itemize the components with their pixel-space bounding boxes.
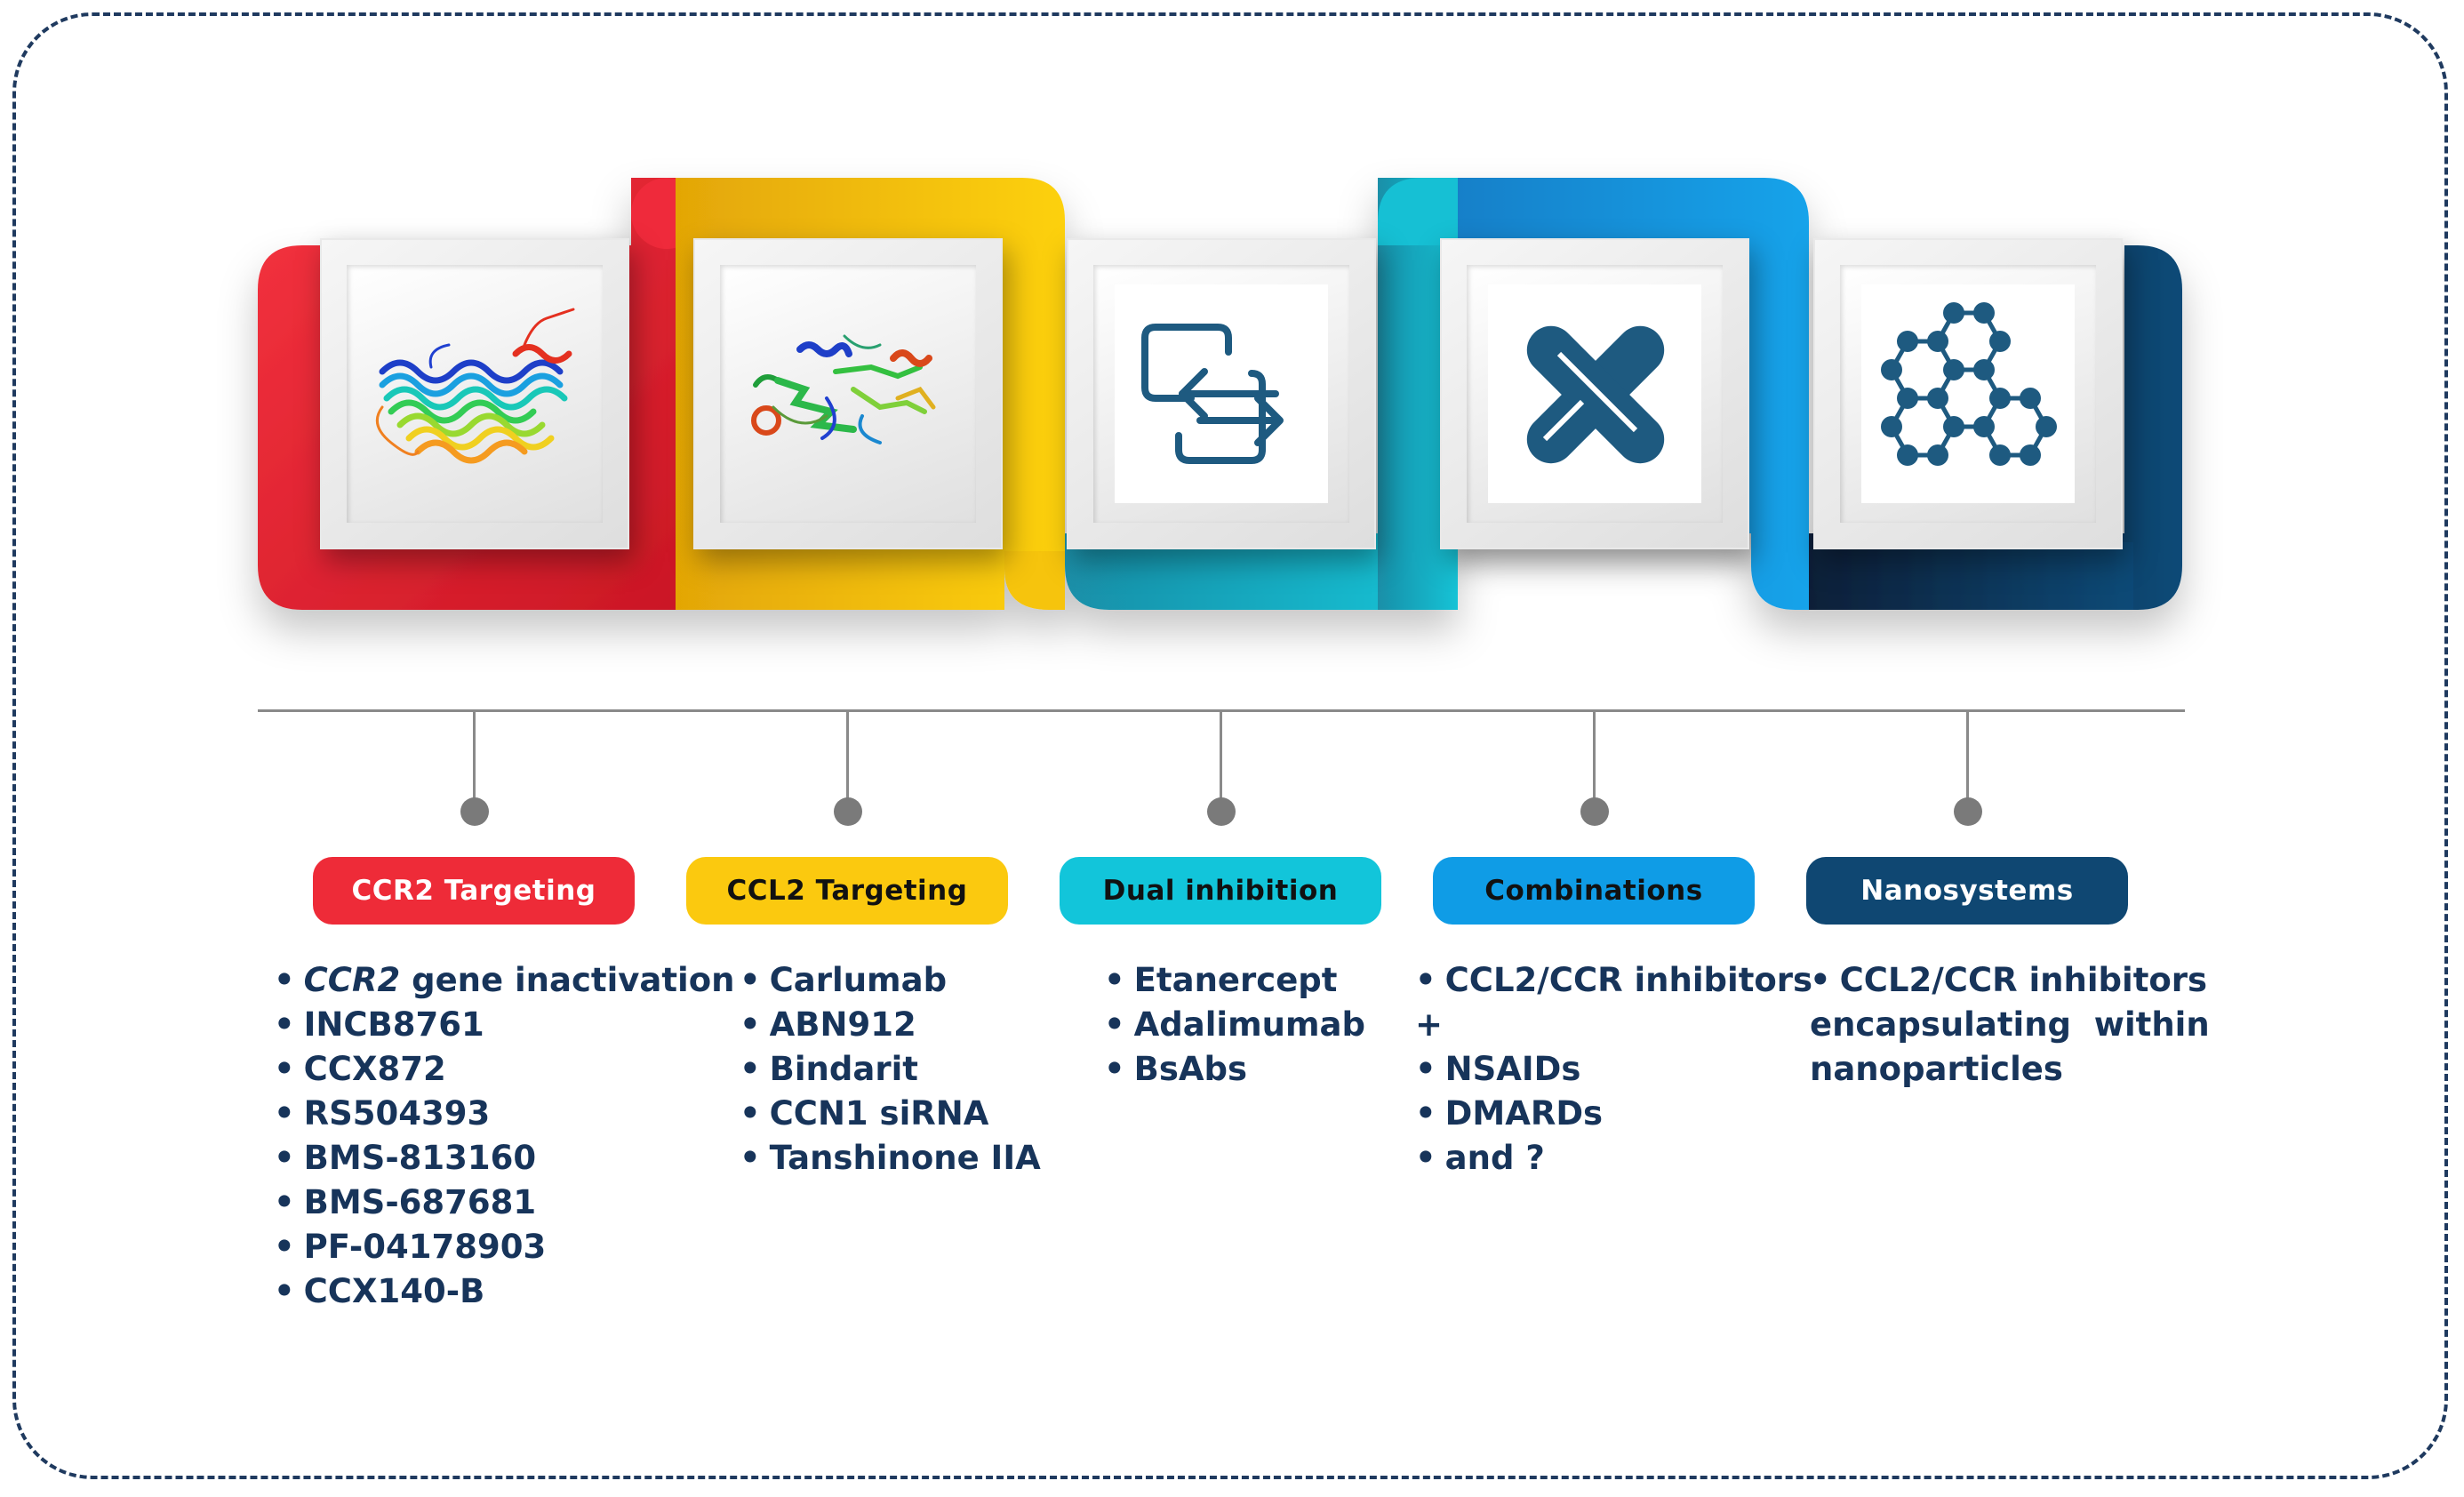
list-item: •CCN1 siRNA xyxy=(740,1094,989,1133)
list-item: •DMARDs xyxy=(1415,1094,1604,1133)
list-combinations: •CCL2/CCR inhibitors + •NSAIDs •DMARDs •… xyxy=(1415,958,1812,1181)
list-dual: •Etanercept •Adalimumab •BsAbs xyxy=(1104,958,1365,1092)
list-item: encapsulating within xyxy=(1810,1005,2210,1044)
tile-ccl2 xyxy=(693,238,1003,549)
pill-ccr2-targeting: CCR2 Targeting xyxy=(313,857,635,925)
list-item: •CCX872 xyxy=(274,1050,446,1088)
list-item: •CCL2/CCR inhibitors xyxy=(1415,961,1813,999)
list-item: •Carlumab xyxy=(740,961,948,999)
list-item: •CCX140-B xyxy=(274,1272,485,1310)
timeline-dot xyxy=(460,797,489,826)
list-item: •Etanercept xyxy=(1104,961,1338,999)
list-item: •RS504393 xyxy=(274,1094,491,1133)
list-item: •Tanshinone IIA xyxy=(740,1139,1041,1177)
cross-bandage-icon xyxy=(1526,325,1665,464)
list-item: •ABN912 xyxy=(740,1005,916,1044)
list-item: •Bindarit xyxy=(740,1050,918,1088)
timeline-dot xyxy=(1207,797,1236,826)
tile-inner xyxy=(720,265,976,523)
dashed-frame xyxy=(12,12,2448,1479)
list-item: •CCR2 gene inactivation xyxy=(274,961,735,999)
list-item: •Adalimumab xyxy=(1104,1005,1366,1044)
timeline-dot xyxy=(1954,797,1982,826)
ccr2-protein-structure-icon xyxy=(375,308,575,464)
list-item: •INCB8761 xyxy=(274,1005,484,1044)
tile-inner xyxy=(1840,265,2096,523)
list-item: •and ? xyxy=(1415,1139,1545,1177)
timeline-line xyxy=(258,709,2185,712)
list-item: •NSAIDs xyxy=(1415,1050,1581,1088)
pill-combinations: Combinations xyxy=(1433,857,1755,925)
tile-dual xyxy=(1067,238,1376,549)
pill-nanosystems: Nanosystems xyxy=(1806,857,2128,925)
list-item: •CCL2/CCR inhibitors xyxy=(1810,961,2208,999)
timeline-dot xyxy=(834,797,862,826)
tile-combinations xyxy=(1440,238,1749,549)
list-item: •BsAbs xyxy=(1104,1050,1248,1088)
timeline-stem xyxy=(846,711,849,805)
list-item: •BMS-687681 xyxy=(274,1183,537,1221)
list-ccl2: •Carlumab •ABN912 •Bindarit •CCN1 siRNA … xyxy=(740,958,1041,1181)
pill-ccl2-targeting: CCL2 Targeting xyxy=(686,857,1008,925)
list-item: nanoparticles xyxy=(1810,1050,2063,1088)
list-item: •BMS-813160 xyxy=(274,1139,537,1177)
timeline-dot xyxy=(1580,797,1609,826)
ribbon-teal xyxy=(1065,533,1440,610)
tile-nanosystems xyxy=(1813,238,2123,549)
timeline-stem xyxy=(1593,711,1596,805)
timeline-stem xyxy=(1220,711,1222,805)
list-nanosystems: •CCL2/CCR inhibitors encapsulating withi… xyxy=(1810,958,2210,1092)
ccl2-protein-structure-icon xyxy=(751,334,936,444)
timeline-stem xyxy=(1966,711,1969,805)
hexagon-nanostructure-icon xyxy=(1881,302,2057,466)
list-item: + xyxy=(1415,1005,1444,1044)
tile-inner xyxy=(1093,265,1349,523)
tile-ccr2 xyxy=(320,238,629,549)
tile-inner xyxy=(1467,265,1723,523)
timeline-stem xyxy=(473,711,476,805)
tile-inner xyxy=(347,265,603,523)
pill-dual-inhibition: Dual inhibition xyxy=(1060,857,1381,925)
swap-arrows-icon xyxy=(1141,324,1284,464)
list-ccr2: •CCR2 gene inactivation •INCB8761 •CCX87… xyxy=(274,958,735,1314)
list-item: •PF-04178903 xyxy=(274,1228,547,1266)
